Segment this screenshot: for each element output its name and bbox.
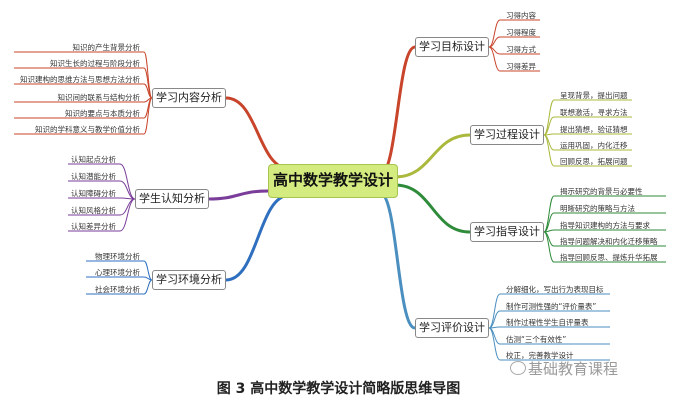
branch-learning-guidance-design: 学习指导设计: [470, 222, 544, 242]
evaluation-item-5: 校正，完善教学设计: [506, 351, 574, 360]
connector-content: [225, 96, 291, 171]
cognition-item-obstacle: 认知障碍分析: [71, 189, 116, 198]
connector-goal-leaf-2: [488, 36, 540, 48]
connector-cognition-leaf-5: [68, 198, 136, 232]
content-item-4: 知识间的联系与结构分析: [57, 93, 141, 102]
connector-content-leaf-3: [14, 83, 153, 99]
cognition-item-start: 认知起点分析: [71, 155, 116, 164]
evaluation-item-2: 制作可测性强的“评价量表”: [506, 302, 597, 311]
connector-cognition-leaf-2: [68, 180, 136, 200]
evaluation-item-3: 制作过程性学生自评量表: [506, 318, 589, 327]
content-item-1: 知识的产生背景分析: [72, 43, 141, 52]
content-item-2: 知识生长的过程与阶段分析: [50, 59, 140, 68]
connector-content-leaf-6: [14, 97, 153, 135]
connector-guide: [394, 183, 471, 234]
guide-item-4: 指导问题解决和内化迁移策略: [560, 237, 658, 246]
content-item-3: 知识建构的思维方法与思想方法分析: [20, 75, 140, 84]
connector-process: [394, 133, 471, 179]
content-item-6: 知识的学科意义与教学价值分析: [35, 125, 140, 134]
guide-item-2: 明晰研究的策略与方法: [560, 204, 635, 213]
connector-evaluation-leaf-5: [488, 327, 610, 361]
connector-evaluation: [379, 191, 416, 330]
connector-guide-leaf-3: [543, 229, 666, 233]
connector-cognition: [208, 189, 269, 201]
connector-goal-leaf-1: [488, 19, 540, 48]
goal-item-content: 习得内容: [506, 11, 536, 20]
wechat-icon: [510, 361, 526, 375]
process-item-1: 呈现背景，提出问题: [560, 91, 628, 100]
connector-environment: [225, 193, 291, 282]
goal-item-degree: 习得程度: [506, 28, 536, 37]
process-item-2: 联想激活，寻求方法: [560, 108, 628, 117]
guide-item-1: 揭示研究的背景与必要性: [560, 187, 643, 196]
branch-learning-content-analysis: 学习内容分析: [152, 88, 226, 108]
cognition-item-difference: 认知差异分析: [71, 222, 116, 231]
connector-environment-leaf-2: [86, 276, 153, 281]
environment-item-physical: 物理环境分析: [95, 252, 140, 261]
goal-item-difference: 习得差异: [506, 62, 536, 71]
branch-learning-process-design: 学习过程设计: [470, 125, 544, 145]
watermark: 基础教育课程: [528, 360, 619, 378]
connector-goal: [379, 45, 416, 177]
process-item-5: 回顾反思，拓展问题: [560, 157, 628, 166]
connector-evaluation-leaf-2: [488, 310, 610, 329]
environment-item-social: 社会环境分析: [95, 285, 140, 294]
environment-item-psychological: 心理环境分析: [95, 268, 140, 277]
cognition-item-style: 认知风格分析: [71, 206, 116, 215]
branch-learning-environment-analysis: 学习环境分析: [152, 270, 226, 290]
branch-learning-evaluation-design: 学习评价设计: [415, 318, 489, 338]
connector-environment-leaf-3: [86, 279, 153, 295]
connector-process-leaf-5: [543, 134, 632, 167]
evaluation-item-1: 分解细化，写出行为表现目标: [506, 285, 604, 294]
branch-learning-goal-design: 学习目标设计: [415, 37, 489, 57]
guide-item-3: 指导知识建构的方法与要求: [560, 221, 650, 230]
connector-evaluation-leaf-3: [488, 326, 610, 329]
guide-item-5: 指导回顾反思、提炼升华拓展: [560, 253, 658, 262]
evaluation-item-4: 估测“三个有效性”: [506, 335, 567, 344]
central-topic: 高中数学教学设计: [268, 164, 398, 198]
process-item-4: 运用巩固，内化迁移: [560, 141, 628, 150]
content-item-5: 知识的要点与本质分析: [65, 109, 140, 118]
branch-student-cognition-analysis: 学生认知分析: [135, 189, 209, 209]
figure-caption: 图 3 高中数学教学设计简略版思维导图: [216, 381, 461, 397]
process-item-3: 提出猜想，验证猜想: [560, 125, 628, 134]
connector-guide-leaf-5: [543, 231, 666, 263]
connector-process-leaf-3: [543, 133, 632, 136]
connector-process-leaf-2: [543, 116, 632, 136]
goal-item-method: 习得方式: [506, 45, 536, 54]
cognition-item-potential: 认知潜能分析: [71, 172, 116, 181]
connector-goal-leaf-4: [488, 46, 540, 72]
connector-cognition-leaf-3: [68, 197, 136, 200]
connector-guide-leaf-2: [543, 212, 666, 233]
connector-environment-leaf-1: [86, 260, 153, 281]
